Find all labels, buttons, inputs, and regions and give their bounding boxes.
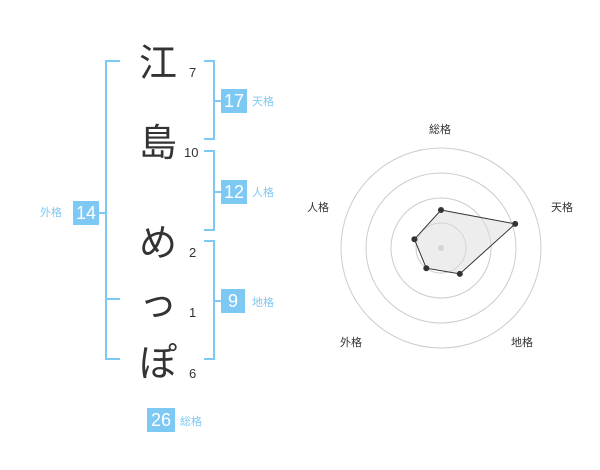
stroke-count-2: 10	[184, 145, 199, 160]
radar-point-1	[438, 207, 444, 213]
chikaku-label: 地格	[252, 296, 274, 309]
tenkaku-value: 17	[221, 89, 247, 113]
radar-label-soukaku: 総格	[429, 123, 451, 136]
radar-point-5	[411, 236, 418, 243]
name-char-5: ぽ	[138, 341, 177, 385]
gaikaku-value: 14	[73, 201, 99, 225]
stroke-count-1: 7	[189, 65, 197, 80]
stroke-count-3: 2	[189, 245, 197, 260]
radar-label-tenkaku: 天格	[551, 201, 573, 214]
radar-series-polygon	[413, 209, 517, 275]
stroke-count-5: 6	[189, 366, 197, 381]
soukaku-value: 26	[147, 408, 175, 432]
tenkaku-label: 天格	[252, 95, 274, 108]
jinkaku-bracket	[204, 150, 215, 231]
radar-ring-3	[365, 172, 517, 324]
radar-ring-4	[340, 147, 542, 349]
radar-label-jinkaku: 人格	[307, 201, 329, 214]
gaikaku-label: 外格	[40, 206, 62, 219]
radar-point-3	[456, 270, 463, 277]
name-char-4: っ	[138, 281, 177, 325]
radar-ring-2	[390, 197, 492, 299]
chikaku-value: 9	[221, 289, 245, 313]
radar-point-2	[512, 220, 519, 227]
radar-label-gaikaku: 外格	[340, 336, 362, 349]
radar-label-chikaku: 地格	[511, 336, 533, 349]
soukaku-label: 総格	[180, 415, 202, 428]
radar-point-4	[423, 265, 430, 272]
name-char-3: め	[138, 221, 177, 265]
name-char-2: 島	[138, 121, 177, 165]
gaikaku-bracket	[105, 60, 120, 360]
stroke-count-4: 1	[189, 305, 197, 320]
name-char-1: 江	[138, 41, 177, 85]
jinkaku-value: 12	[221, 180, 247, 204]
jinkaku-label: 人格	[252, 186, 274, 199]
